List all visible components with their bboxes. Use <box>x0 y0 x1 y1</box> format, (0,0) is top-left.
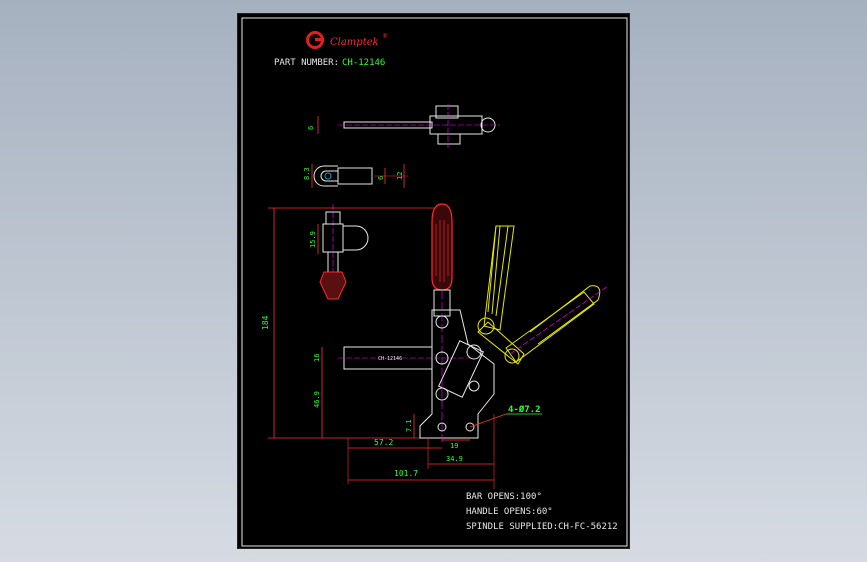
dim-base-to-bar: 16 <box>313 354 321 362</box>
dim-spindle-offset: 15.9 <box>309 231 317 248</box>
logo-bar <box>315 38 324 41</box>
mount-hole-callout: 4-Ø7.2 <box>508 404 541 415</box>
top-view: 6 <box>307 104 500 148</box>
pivot-upper <box>435 315 449 329</box>
dim-overall-length: 101.7 <box>394 469 418 478</box>
dim-base-thick: 7.1 <box>405 419 413 432</box>
body-marking: CH-12146 <box>378 356 402 362</box>
handle-grip <box>431 203 453 291</box>
brand-name: Clamptek <box>330 37 379 48</box>
drawing-sheet: Clamptek ® PART NUMBER: CH-12146 6 8.3 6… <box>237 13 630 549</box>
dim-fork-opening: 8.3 <box>303 167 311 180</box>
dim-base-length: 34.9 <box>446 455 463 463</box>
part-number-label: PART NUMBER: <box>274 58 339 68</box>
technical-drawing: Clamptek ® PART NUMBER: CH-12146 6 8.3 6… <box>241 17 628 547</box>
pivot-mid <box>435 351 449 365</box>
dim-fork-slot: 6 <box>377 176 385 180</box>
open-position-outline <box>477 225 601 365</box>
link-plate <box>437 340 485 398</box>
main-side-view: 184 16 46.9 7.1 CH-12146 <box>261 203 609 489</box>
mount-hole-2 <box>465 422 475 432</box>
clamptek-logo: Clamptek ® <box>306 31 388 49</box>
spec-spindle-supplied: SPINDLE SUPPLIED:CH-FC-56212 <box>466 522 618 532</box>
spindle-pad <box>319 271 347 300</box>
drawing-frame <box>241 17 628 547</box>
dim-base-height: 46.9 <box>313 391 321 408</box>
dim-spindle-reach: 57.2 <box>374 438 393 447</box>
spindle-detail: 15.9 <box>309 204 369 300</box>
part-number-value: CH-12146 <box>342 58 385 68</box>
fork-detail: 8.3 6 12 <box>303 164 408 188</box>
registered-mark: ® <box>382 33 388 40</box>
spec-handle-opens: HANDLE OPENS:60° <box>466 507 553 517</box>
mount-hole-1 <box>437 422 447 432</box>
handle-top <box>435 105 459 119</box>
pivot-link <box>466 344 482 360</box>
base-top <box>437 133 461 145</box>
dim-bar-thickness: 6 <box>307 126 315 130</box>
spec-notes: BAR OPENS:100° HANDLE OPENS:60° SPINDLE … <box>466 492 618 532</box>
dim-hole-spacing: 19 <box>450 442 458 450</box>
spec-bar-opens: BAR OPENS:100° <box>466 492 542 502</box>
dim-total-height: 184 <box>261 315 270 330</box>
clamp-body <box>419 309 495 439</box>
